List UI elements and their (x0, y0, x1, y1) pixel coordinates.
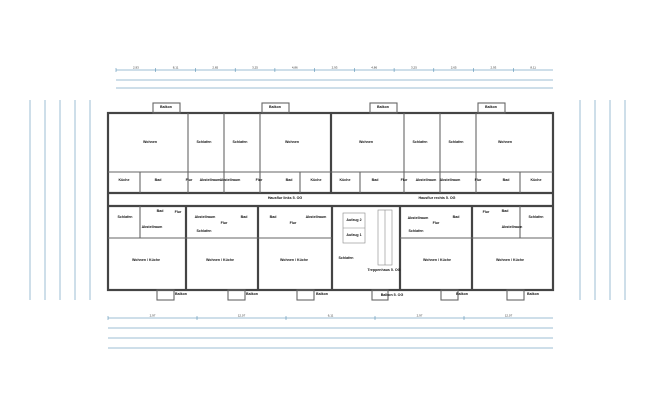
room-label: Abstellraum (306, 215, 327, 219)
room-label: Schlafen (197, 140, 212, 144)
dimension-value: 6,11 (328, 314, 334, 318)
dimension-value: 2,93 (490, 66, 496, 70)
room-label: Balkon (160, 105, 172, 109)
dimension-value: 2,93 (133, 66, 139, 70)
room-label: Treppenhaus 5. OG (368, 268, 401, 272)
room-label: Balkon (175, 292, 187, 296)
room-label: Schlafen (529, 215, 544, 219)
room-label: Bad (372, 178, 379, 182)
room-label: Flur (186, 178, 193, 182)
room-label: Bad (453, 215, 460, 219)
room-label: Balkon 5. OG (381, 293, 404, 297)
room-label: Wohnen (143, 140, 157, 144)
dimension-value: 2,93 (332, 66, 338, 70)
room-label: Aufzug 2 (346, 218, 361, 222)
room-label: Wohnen / Küche (206, 258, 234, 262)
room-label: Flur (290, 221, 297, 225)
dimension-value: 4,86 (292, 66, 298, 70)
room-label: Wohnen / Küche (423, 258, 451, 262)
room-label: Schlafen (413, 140, 428, 144)
room-label: Balkon (527, 292, 539, 296)
dimension-value: 3,25 (252, 66, 258, 70)
room-label: Abstellraum (142, 225, 163, 229)
dimension-value: 8,11 (530, 66, 536, 70)
dimension-value: 12,07 (505, 314, 513, 318)
room-label: Schlafen (409, 229, 424, 233)
dimension-value: 2,65 (212, 66, 218, 70)
room-label: Bad (503, 178, 510, 182)
room-label: Balkon (316, 292, 328, 296)
room-label: Flur (221, 221, 228, 225)
room-label: Wohnen / Küche (132, 258, 160, 262)
room-label: Schlafen (118, 215, 133, 219)
dimension-value: 2,97 (150, 314, 156, 318)
room-label: Balkon (377, 105, 389, 109)
dimension-value: 12,07 (238, 314, 246, 318)
room-label: Flur (483, 210, 490, 214)
room-label: Wohnen / Küche (496, 258, 524, 262)
room-label: Schlafen (233, 140, 248, 144)
room-label: Abstellraum (440, 178, 461, 182)
room-label: Küche (311, 178, 322, 182)
dimension-value: 3,25 (411, 66, 417, 70)
room-label: Abstellraum (416, 178, 437, 182)
room-label: Bad (270, 215, 277, 219)
room-label: Abstellraum (195, 215, 216, 219)
room-label: Balkon (269, 105, 281, 109)
room-label: Flur (475, 178, 482, 182)
building-walls (106, 111, 555, 292)
room-label: Flur (401, 178, 408, 182)
room-label: Flur (256, 178, 263, 182)
dimension-value: 4,86 (371, 66, 377, 70)
room-label: Bad (241, 215, 248, 219)
room-label: Schlafen (449, 140, 464, 144)
room-label: Bad (157, 209, 164, 213)
room-label: Wohnen (498, 140, 512, 144)
room-label: Abstellraum (200, 178, 221, 182)
room-label: Schlafen (197, 229, 212, 233)
dimension-value: 8,11 (173, 66, 179, 70)
room-label: Küche (340, 178, 351, 182)
room-label: Küche (119, 178, 130, 182)
room-label: Küche (531, 178, 542, 182)
room-label: Abstellraum (220, 178, 241, 182)
room-label: Wohnen (285, 140, 299, 144)
room-label: Balkon (246, 292, 258, 296)
room-label: Schlafen (339, 256, 354, 260)
room-label: Balkon (456, 292, 468, 296)
room-label: Aufzug 1 (346, 233, 361, 237)
room-label: Bad (286, 178, 293, 182)
dimension-value: 2,65 (451, 66, 457, 70)
dimension-value: 2,97 (417, 314, 423, 318)
room-label: Flur (433, 221, 440, 225)
room-label: Abstellraum (408, 216, 429, 220)
room-label: Bad (502, 209, 509, 213)
room-label: Bad (155, 178, 162, 182)
room-label: Wohnen (359, 140, 373, 144)
room-label: Abstellraum (502, 225, 523, 229)
room-label: Flur (175, 210, 182, 214)
room-label: Hausflur links 5. OG (268, 196, 303, 200)
room-label: Balkon (485, 105, 497, 109)
dimension-lines: 2,93 8,11 2,65 3,25 4,86 2,93 4,86 3,25 2,65 2,93… (29, 66, 626, 349)
room-label: Wohnen / Küche (280, 258, 308, 262)
room-label: Hausflur rechts 5. OG (419, 196, 456, 200)
balconies (152, 102, 525, 301)
